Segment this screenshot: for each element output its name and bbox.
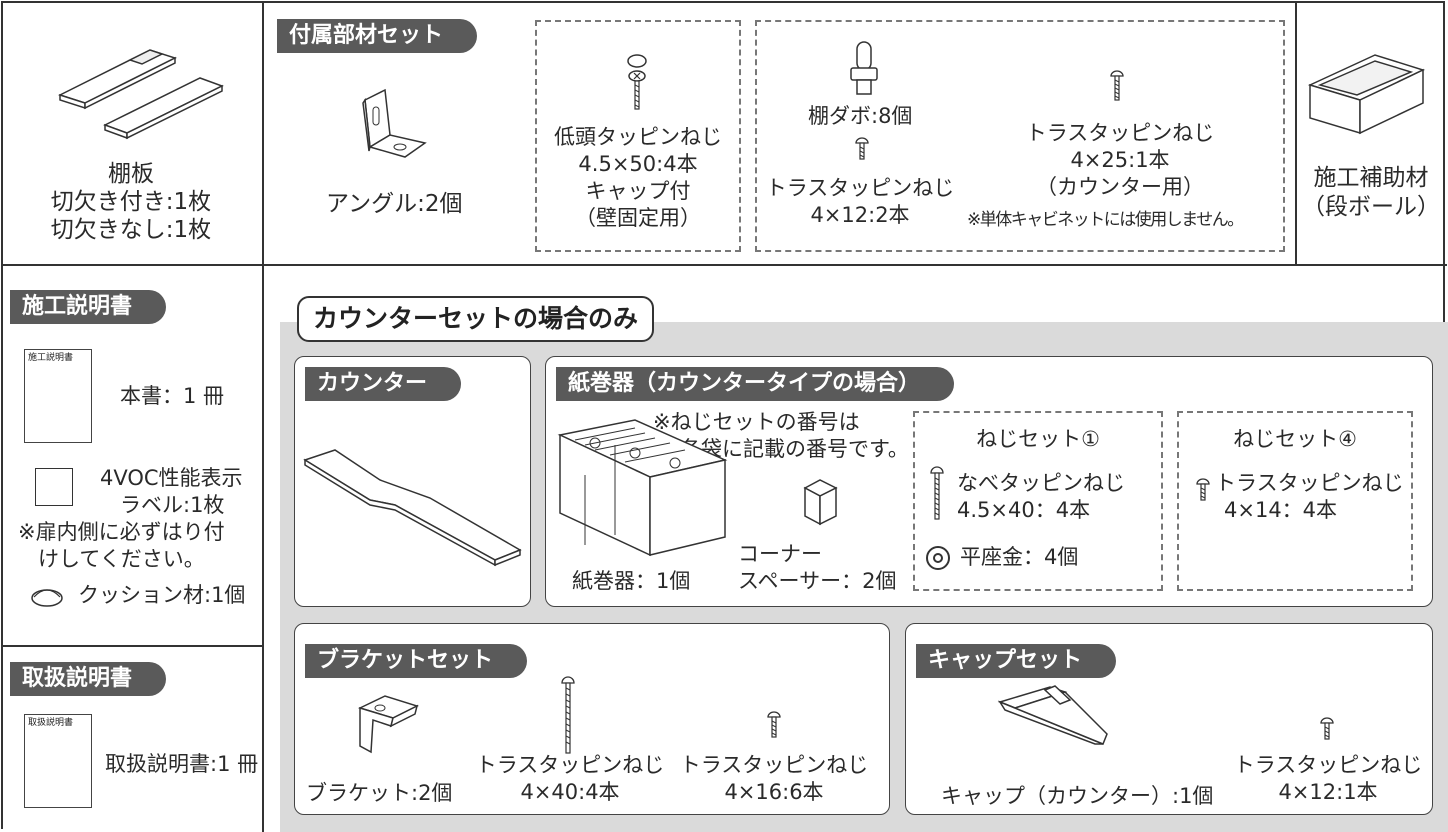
truss-screw-16-name: トラスタッピンねじ <box>679 753 869 777</box>
install-manual-thumbnail: 施工説明書 <box>24 349 92 443</box>
divider <box>1295 1 1297 265</box>
bracket-illustration <box>357 695 419 754</box>
voc-note-line1: ※扉内側に必ずはり付 <box>18 520 225 544</box>
divider <box>1 264 1447 266</box>
divider <box>1 645 263 647</box>
lowhead-screw-box <box>535 20 741 252</box>
truss-screw-12-qty: 4×12:2本 <box>810 203 910 227</box>
truss-screw-icon <box>767 711 781 738</box>
cushion-icon <box>31 589 63 607</box>
bracket-set-header: ブラケットセット <box>305 644 528 678</box>
shelf-dowel-icon <box>850 41 878 95</box>
counter-board-illustration <box>303 449 522 567</box>
truss-screw-icon <box>561 676 575 754</box>
shelf-dowel-label: 棚ダボ:8個 <box>808 104 913 128</box>
voc-label-icon <box>35 468 73 506</box>
screw-set-1-title: ねじセット① <box>976 427 1100 451</box>
lowhead-screw-name: 低頭タッピンねじ <box>554 125 722 149</box>
screw-set-1-screw-qty: 4.5×40：4本 <box>957 498 1091 522</box>
voc-label-name: 4VOC性能表示 <box>100 466 243 490</box>
truss-screw-25-name: トラスタッピンねじ <box>1025 121 1215 145</box>
truss-screw-icon <box>1196 478 1210 501</box>
corner-spacer-icon <box>803 479 838 526</box>
truss-screw-25-use: （カウンター用） <box>1036 175 1204 199</box>
truss-screw-25-qty: 4×25:1本 <box>1070 148 1170 172</box>
cap-illustration <box>997 685 1108 745</box>
handling-manual-doc-label: 取扱説明書 <box>28 718 74 728</box>
cap-set-header: キャップセット <box>916 644 1117 678</box>
corner-spacer-label2: スペーサー：2個 <box>738 569 897 593</box>
screw-set-4-screw-qty: 4×14：4本 <box>1224 498 1338 522</box>
lowhead-screw-cap: キャップ付 <box>585 179 691 203</box>
aid-desc: （段ボール） <box>1302 194 1440 220</box>
shelf-board-illustration <box>58 49 224 140</box>
truss-screw-icon <box>855 137 869 160</box>
screw-set-4-screw-name: トラスタッピンねじ <box>1215 471 1404 495</box>
counter-set-title-box: カウンターセットの場合のみ <box>297 296 655 342</box>
paper-holder-illustration <box>557 419 728 557</box>
pan-head-screw-icon <box>930 466 944 520</box>
install-manual-doc-label: 施工説明書 <box>28 353 74 363</box>
corner-spacer-label1: コーナー <box>738 542 822 566</box>
handling-manual-thumbnail: 取扱説明書 <box>24 714 92 808</box>
screw-set-1-screw-name: なべタッピンねじ <box>957 471 1125 495</box>
shelf-name: 棚板 <box>108 161 154 187</box>
paper-holder-label: 紙巻器：1個 <box>572 569 691 593</box>
paper-holder-header: 紙巻器（カウンタータイプの場合） <box>556 367 955 401</box>
truss-screw-12b-name: トラスタッピンねじ <box>1233 753 1423 777</box>
voc-note-line2: けしてください。 <box>38 547 205 571</box>
flat-washer-icon <box>926 546 950 570</box>
counter-set-title: カウンターセットの場合のみ <box>313 304 639 333</box>
shelf-notched: 切欠き付き:1枚 <box>50 189 212 215</box>
aid-name: 施工補助材 <box>1313 165 1429 191</box>
lowhead-screw-size: 4.5×50:4本 <box>578 152 698 176</box>
shelf-plain: 切欠きなし:1枚 <box>50 217 212 243</box>
angle-label: アングル:2個 <box>326 191 463 217</box>
divider <box>262 1 264 832</box>
screw-set-1-box <box>913 411 1163 591</box>
truss-screw-icon <box>1320 717 1334 740</box>
install-manual-count: 本書：1 冊 <box>120 384 225 408</box>
truss-screw-12-name: トラスタッピンねじ <box>765 176 955 200</box>
angle-bracket-illustration <box>362 88 427 158</box>
counter-header: カウンター <box>305 367 462 401</box>
handling-manual-count: 取扱説明書:1 冊 <box>105 752 259 776</box>
truss-screw-40-name: トラスタッピンねじ <box>475 753 665 777</box>
truss-screw-25-note: ※単体キャビネットには使用しません。 <box>967 210 1244 230</box>
handling-manual-header: 取扱説明書 <box>10 662 167 696</box>
paper-holder-note-line1: ※ねじセットの番号は <box>653 410 860 434</box>
bracket-label: ブラケット:2個 <box>306 781 453 805</box>
truss-screw-icon <box>1110 70 1124 101</box>
install-manual-header: 施工説明書 <box>10 290 167 324</box>
truss-screw-16-qty: 4×16:6本 <box>724 780 824 804</box>
lowhead-screw-use: （壁固定用） <box>575 206 701 230</box>
cardboard-aid-illustration <box>1307 54 1426 135</box>
screw-set-4-box <box>1177 411 1413 591</box>
voc-label-qty: ラベル:1枚 <box>120 493 225 517</box>
shelf-hardware-box <box>755 20 1285 252</box>
lowhead-screw-icon <box>627 54 647 110</box>
screw-set-4-title: ねじセット④ <box>1233 427 1357 451</box>
flat-washer-label: 平座金：4個 <box>960 545 1079 569</box>
cap-label: キャップ（カウンター）:1個 <box>941 784 1214 808</box>
truss-screw-40-qty: 4×40:4本 <box>520 780 620 804</box>
cushion-label: クッション材:1個 <box>78 583 246 607</box>
truss-screw-12b-qty: 4×12:1本 <box>1278 780 1378 804</box>
accessories-header: 付属部材セット <box>277 19 478 53</box>
